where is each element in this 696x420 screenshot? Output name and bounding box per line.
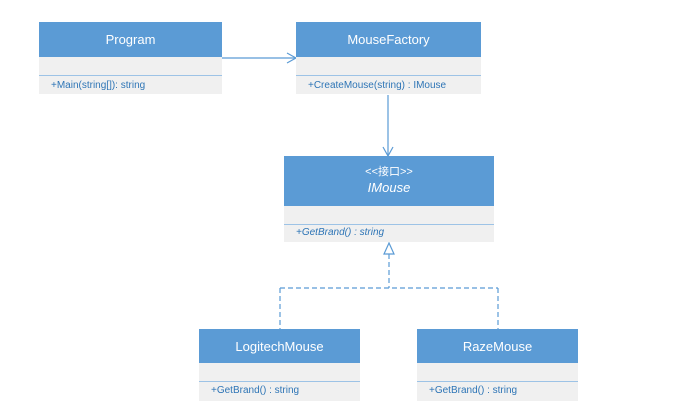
class-logitechmouse[interactable]: LogitechMouse +GetBrand() : string: [199, 329, 360, 401]
class-header: MouseFactory: [296, 22, 481, 57]
class-razemouse[interactable]: RazeMouse +GetBrand() : string: [417, 329, 578, 401]
class-header: RazeMouse: [417, 329, 578, 363]
section-divider: [39, 75, 222, 76]
method-getbrand: +GetBrand() : string: [296, 227, 385, 238]
class-name: Program: [105, 32, 156, 47]
realization-lines: [279, 254, 499, 329]
method-getbrand: +GetBrand() : string: [429, 385, 518, 396]
section-divider: [296, 75, 481, 76]
interface-header: <<接口>> IMouse: [284, 156, 494, 206]
class-mousefactory[interactable]: MouseFactory +CreateMouse(string) : IMou…: [296, 22, 481, 94]
method-main: +Main(string[]): string: [51, 80, 146, 91]
class-program[interactable]: Program +Main(string[]): string: [39, 22, 222, 94]
class-header: LogitechMouse: [199, 329, 360, 363]
section-divider: [417, 381, 578, 382]
interface-imouse[interactable]: <<接口>> IMouse +GetBrand() : string: [284, 156, 494, 242]
stereotype-label: <<接口>>: [365, 166, 413, 178]
interface-name: IMouse: [367, 180, 411, 195]
class-name: MouseFactory: [347, 32, 430, 47]
realization-triangle-head: [383, 241, 395, 255]
class-header: Program: [39, 22, 222, 57]
class-name: LogitechMouse: [235, 338, 324, 354]
section-divider: [284, 224, 494, 225]
method-createmouse: +CreateMouse(string) : IMouse: [308, 80, 447, 91]
method-getbrand: +GetBrand() : string: [211, 385, 300, 396]
section-divider: [199, 381, 360, 382]
class-name: RazeMouse: [462, 338, 533, 354]
